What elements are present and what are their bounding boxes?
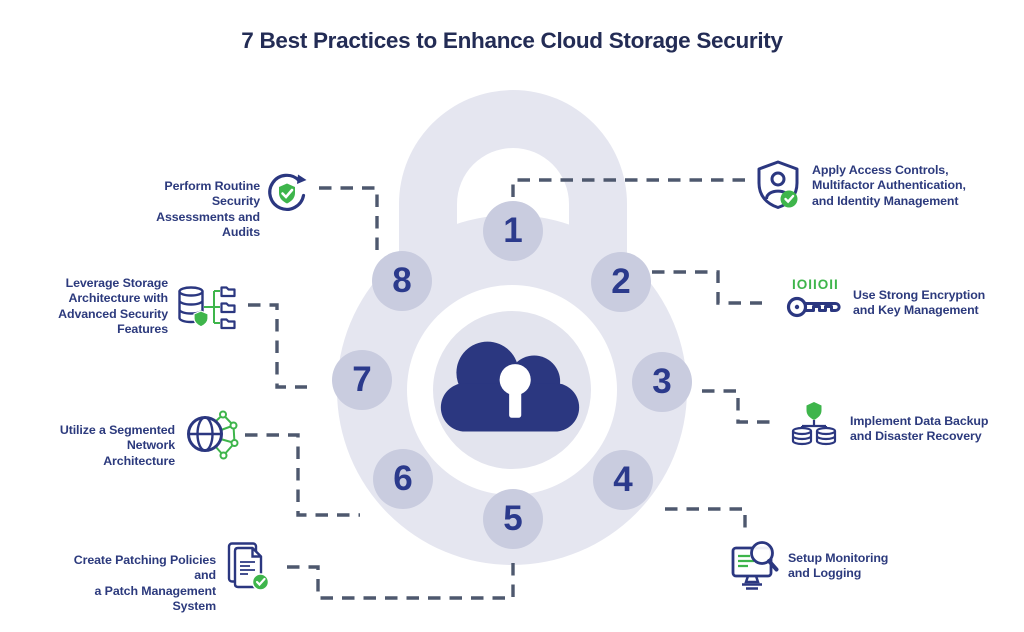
- binary-text: IOIIOII: [792, 277, 839, 292]
- step-badge-7: 7: [332, 350, 392, 410]
- step-badge-6: 6: [373, 449, 433, 509]
- cloud-keyhole-icon: [440, 341, 580, 432]
- connector-1: [511, 178, 748, 197]
- connector-7: [248, 303, 307, 389]
- label-encryption: Use Strong Encryption and Key Management: [853, 288, 986, 318]
- connector-4: [665, 507, 747, 532]
- document-check-icon: [226, 541, 270, 596]
- step-badge-1: 1: [483, 201, 543, 261]
- database-backup-icon: [791, 400, 837, 451]
- step-badge-8: 8: [372, 251, 432, 311]
- globe-network-icon: [182, 406, 240, 467]
- label-network: Utilize a Segmented Network Architecture: [59, 423, 175, 468]
- label-assessments: Perform Routine Security Assessments and…: [156, 179, 260, 240]
- step-badge-3: 3: [632, 352, 692, 412]
- connector-2: [652, 270, 762, 305]
- connector-8: [319, 186, 379, 252]
- monitor-magnifier-icon: [731, 540, 779, 595]
- connector-3: [702, 389, 772, 424]
- label-storage-architecture: Leverage Storage Architecture with Advan…: [58, 276, 168, 337]
- label-access-controls: Apply Access Controls, Multifactor Authe…: [812, 163, 966, 208]
- label-backup: Implement Data Backup and Disaster Recov…: [850, 414, 989, 444]
- binary-key-icon: IOIIOII: [786, 277, 848, 325]
- database-tree-icon: [176, 283, 236, 338]
- connector-6: [245, 433, 360, 517]
- connector-5: [284, 563, 515, 600]
- label-monitoring: Setup Monitoring and Logging: [788, 551, 889, 581]
- step-badge-2: 2: [591, 252, 651, 312]
- refresh-shield-check-icon: [266, 172, 308, 219]
- step-badge-5: 5: [483, 489, 543, 549]
- shield-user-check-icon: [754, 159, 802, 216]
- step-badge-4: 4: [593, 450, 653, 510]
- page-title: 7 Best Practices to Enhance Cloud Storag…: [241, 28, 783, 53]
- label-patching: Create Patching Policies and a Patch Man…: [73, 553, 216, 614]
